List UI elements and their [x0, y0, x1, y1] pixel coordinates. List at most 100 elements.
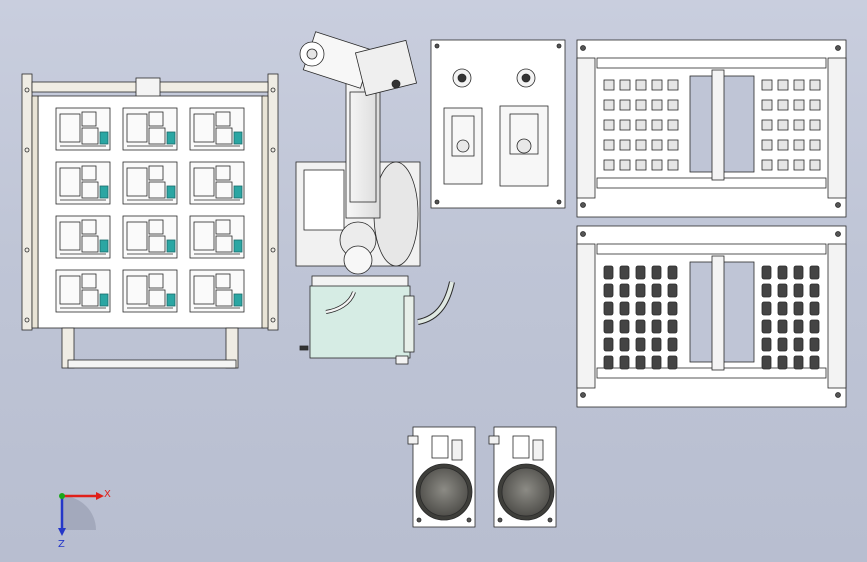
tray-cell [777, 301, 788, 316]
tray-cell [793, 319, 804, 334]
tray-cell [667, 139, 679, 151]
dial-unit-2[interactable] [488, 426, 557, 528]
tray-cell [619, 355, 630, 370]
rack-slot[interactable] [122, 269, 178, 313]
tray-cell [761, 319, 772, 334]
tray-cell [793, 79, 805, 91]
tray-cell [809, 337, 820, 352]
tray-cell [793, 283, 804, 298]
tray-cell [651, 319, 662, 334]
tray-cell [603, 319, 614, 334]
tray-cell [793, 265, 804, 280]
tray-cell [793, 99, 805, 111]
tray-cell [651, 283, 662, 298]
tray-cell [619, 283, 630, 298]
dial-unit-1[interactable] [407, 426, 476, 528]
tray-cell [619, 79, 631, 91]
tool-panel[interactable] [430, 39, 566, 209]
rack-slot[interactable] [55, 215, 111, 259]
tray-cell [619, 119, 631, 131]
tray-cell [619, 319, 630, 334]
tray-cell [667, 319, 678, 334]
rack-slot[interactable] [122, 161, 178, 205]
tray-cell [651, 265, 662, 280]
tray-cell [619, 159, 631, 171]
tray-cell [651, 79, 663, 91]
tray-cell [667, 283, 678, 298]
tray-cell [777, 337, 788, 352]
tray-cell [777, 79, 789, 91]
tray-cell [793, 337, 804, 352]
tray-cell [603, 265, 614, 280]
tray-cell [619, 301, 630, 316]
tray-cell [777, 139, 789, 151]
tray-cell [761, 265, 772, 280]
tray-cell [761, 79, 773, 91]
fixture-rack[interactable] [21, 73, 279, 369]
rack-slot[interactable] [189, 161, 245, 205]
tray-cell [635, 139, 647, 151]
tray-cell [635, 319, 646, 334]
y-axis-dot [59, 493, 65, 499]
tray-cell [761, 139, 773, 151]
tray-cell [603, 159, 615, 171]
tray-cell [635, 99, 647, 111]
tray-cell [793, 119, 805, 131]
tray-cell [635, 337, 646, 352]
rack-slot[interactable] [122, 107, 178, 151]
tray-cell [667, 79, 679, 91]
tray-cell [809, 355, 820, 370]
tray-cell [777, 265, 788, 280]
tray-cell [793, 159, 805, 171]
tray-lower[interactable] [576, 225, 847, 408]
tray-cell [809, 79, 821, 91]
tray-cell [667, 99, 679, 111]
tray-cell [619, 265, 630, 280]
tray-cell [667, 355, 678, 370]
tray-cell [635, 301, 646, 316]
tray-cell [635, 159, 647, 171]
tray-cell [635, 355, 646, 370]
tray-cell [809, 301, 820, 316]
tray-cell [761, 337, 772, 352]
tray-cell [667, 159, 679, 171]
tray-cell [603, 79, 615, 91]
tray-cell [635, 265, 646, 280]
tray-cell [651, 99, 663, 111]
tray-cell [809, 265, 820, 280]
tray-cell [809, 283, 820, 298]
tray-cell [619, 99, 631, 111]
tray-cell [635, 79, 647, 91]
tray-cell [635, 283, 646, 298]
tray-cell [667, 337, 678, 352]
tray-cell [777, 355, 788, 370]
tray-cell [777, 283, 788, 298]
rack-slot[interactable] [55, 161, 111, 205]
tray-cell [651, 355, 662, 370]
tray-cell [651, 301, 662, 316]
rack-slot[interactable] [122, 215, 178, 259]
tray-cell [603, 355, 614, 370]
tray-cell [761, 119, 773, 131]
tray-cell [667, 265, 678, 280]
tray-cell [667, 119, 679, 131]
rack-slot[interactable] [55, 107, 111, 151]
tray-cell [761, 301, 772, 316]
tray-cell [777, 159, 789, 171]
tray-cell [793, 355, 804, 370]
tray-cell [651, 139, 663, 151]
tray-cell [603, 99, 615, 111]
rack-slot[interactable] [189, 107, 245, 151]
rack-slot[interactable] [55, 269, 111, 313]
tray-cell [761, 283, 772, 298]
tray-cell [761, 355, 772, 370]
tray-cell [809, 139, 821, 151]
tray-cell [603, 337, 614, 352]
tray-cell [809, 319, 820, 334]
robot-arm[interactable] [295, 31, 455, 365]
rack-slot[interactable] [189, 215, 245, 259]
tray-upper[interactable] [576, 39, 847, 218]
tray-cell [651, 337, 662, 352]
rack-slot[interactable] [189, 269, 245, 313]
